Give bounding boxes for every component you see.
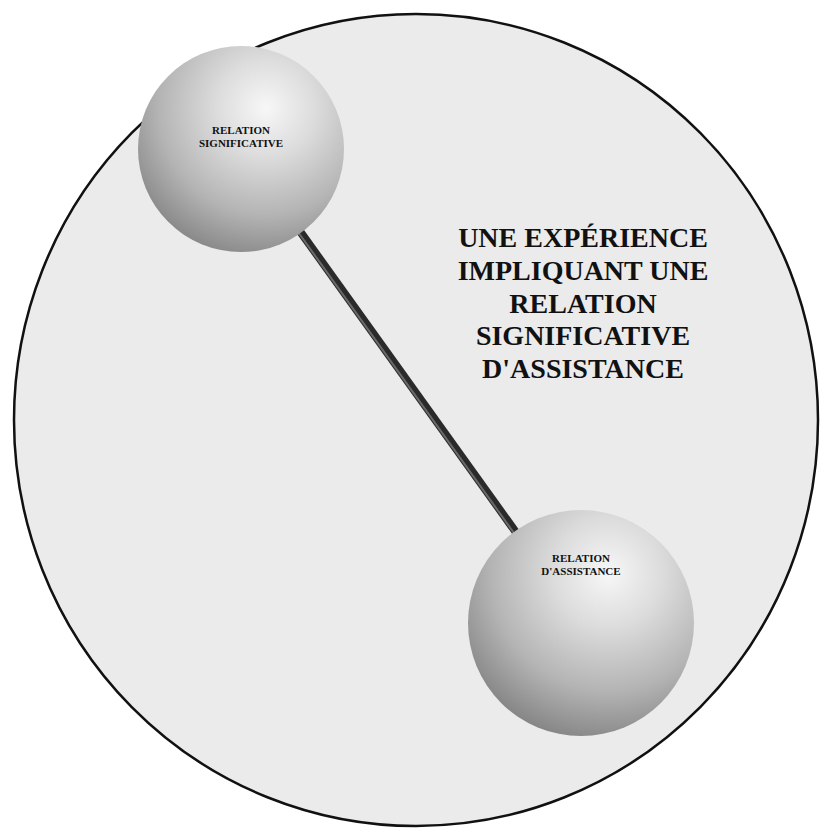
- connector-layer: [12, 12, 820, 828]
- sphere-node: RELATION D'ASSISTANCE: [468, 510, 694, 736]
- sphere-body: [138, 46, 344, 252]
- central-caption: UNE EXPÉRIENCE IMPLIQUANT UNE RELATION S…: [448, 222, 718, 386]
- sphere-label: RELATION D'ASSISTANCE: [516, 552, 646, 578]
- sphere-body: [468, 510, 694, 736]
- circle-border: [14, 14, 818, 826]
- circle-outline: [12, 12, 820, 828]
- outer-circle: UNE EXPÉRIENCE IMPLIQUANT UNE RELATION S…: [12, 12, 820, 828]
- sphere-label: RELATION SIGNIFICATIVE: [176, 124, 306, 150]
- sphere-shape: [468, 510, 694, 736]
- sphere-node: RELATION SIGNIFICATIVE: [138, 46, 344, 252]
